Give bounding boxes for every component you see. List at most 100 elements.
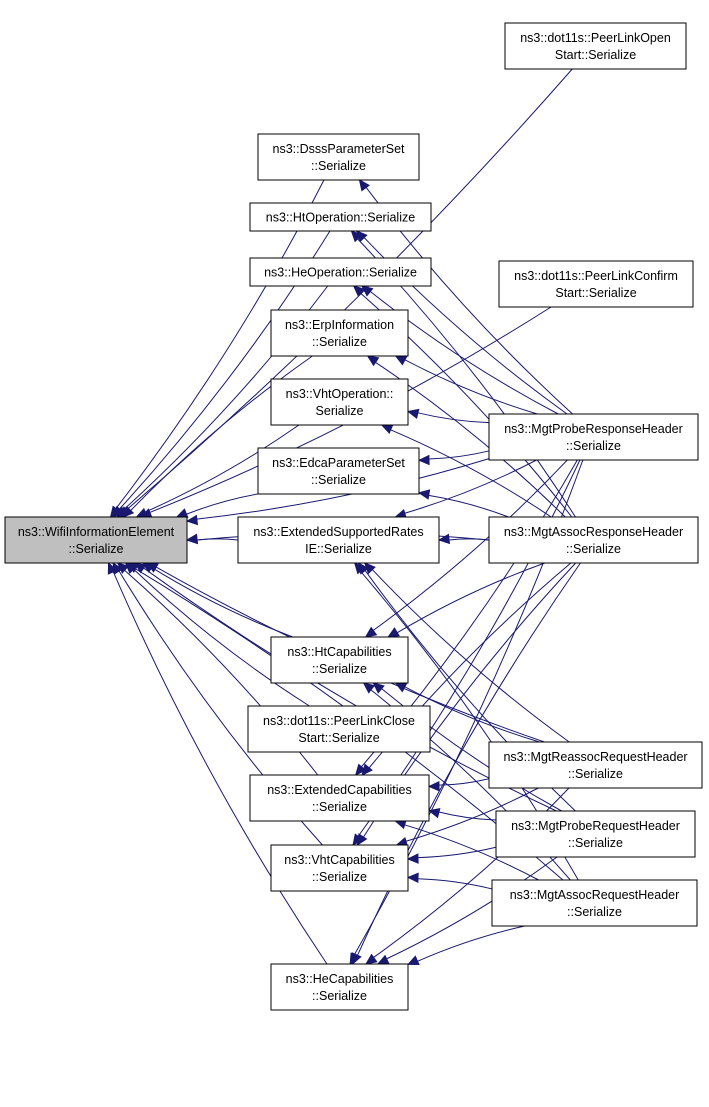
node-box bbox=[257, 133, 420, 181]
edge-edca-to-wifi bbox=[175, 493, 259, 519]
edge-line bbox=[357, 562, 581, 956]
edge-assocrsp-to-hecap bbox=[352, 562, 581, 966]
edge-line bbox=[126, 68, 573, 511]
node-label-line: ns3::ErpInformation bbox=[285, 318, 394, 332]
node-label-line: ns3::HeCapabilities bbox=[286, 972, 394, 986]
arrowhead bbox=[175, 508, 189, 519]
edge-assocrsp-to-ext bbox=[437, 533, 490, 545]
node-label-line: ns3::dot11s::PeerLinkClose bbox=[263, 714, 415, 728]
arrowhead bbox=[406, 853, 419, 864]
node-hecap[interactable]: ns3::HeCapabilities::Serialize bbox=[270, 963, 409, 1011]
edge-assocreq-to-hecap bbox=[406, 925, 525, 966]
edge-probereq-to-extcap bbox=[427, 808, 497, 821]
edge-probersp-to-vhtop bbox=[406, 408, 490, 424]
node-extcap[interactable]: ns3::ExtendedCapabilities::Serialize bbox=[249, 774, 430, 822]
node-probersp[interactable]: ns3::MgtProbeResponseHeader::Serialize bbox=[488, 413, 699, 461]
node-dsss[interactable]: ns3::DsssParameterSet::Serialize bbox=[257, 133, 420, 181]
node-erp[interactable]: ns3::ErpInformation::Serialize bbox=[270, 309, 409, 357]
node-label-line: ns3::EdcaParameterSet bbox=[272, 456, 405, 470]
node-label-line: ns3::MgtAssocRequestHeader bbox=[510, 888, 680, 902]
node-plclose[interactable]: ns3::dot11s::PeerLinkCloseStart::Seriali… bbox=[247, 705, 431, 753]
node-probereq[interactable]: ns3::MgtProbeRequestHeader::Serialize bbox=[495, 810, 696, 858]
arrowhead bbox=[185, 533, 198, 545]
node-heop[interactable]: ns3::HeOperation::Serialize bbox=[249, 257, 432, 287]
node-label-line: ::Serialize bbox=[312, 335, 367, 349]
node-label-line: ns3::DsssParameterSet bbox=[273, 142, 406, 156]
node-label-line: ns3::MgtProbeResponseHeader bbox=[504, 422, 683, 436]
node-label-line: ns3::ExtendedSupportedRates bbox=[253, 525, 423, 539]
node-box bbox=[495, 810, 696, 858]
node-reassocreq[interactable]: ns3::MgtReassocRequestHeader::Serialize bbox=[488, 741, 703, 789]
node-label-line: ns3::MgtProbeRequestHeader bbox=[511, 819, 680, 833]
node-vhtop[interactable]: ns3::VhtOperation::Serialize bbox=[270, 378, 409, 426]
arrowhead bbox=[365, 953, 378, 965]
node-htop[interactable]: ns3::HtOperation::Serialize bbox=[249, 202, 432, 232]
arrowhead bbox=[356, 833, 368, 847]
node-box bbox=[270, 844, 409, 892]
edge-assocreq-to-extcap bbox=[394, 819, 539, 881]
node-plopen[interactable]: ns3::dot11s::PeerLinkOpenStart::Serializ… bbox=[504, 22, 687, 70]
arrowhead bbox=[376, 954, 390, 965]
node-label-line: ::Serialize bbox=[566, 439, 621, 453]
edge-line bbox=[186, 493, 259, 515]
node-box bbox=[270, 309, 409, 357]
node-assocreq[interactable]: ns3::MgtAssocRequestHeader::Serialize bbox=[491, 879, 698, 927]
node-vhtcap[interactable]: ns3::VhtCapabilities::Serialize bbox=[270, 844, 409, 892]
node-box bbox=[491, 879, 698, 927]
edge-line bbox=[196, 458, 490, 520]
node-label-line: ::Serialize bbox=[566, 542, 621, 556]
node-plconf[interactable]: ns3::dot11s::PeerLinkConfirmStart::Seria… bbox=[498, 260, 694, 308]
node-htcap[interactable]: ns3::HtCapabilities::Serialize bbox=[270, 636, 409, 684]
node-box bbox=[249, 257, 432, 287]
edge-line bbox=[428, 450, 490, 460]
node-box bbox=[257, 447, 420, 495]
node-assocrsp[interactable]: ns3::MgtAssocResponseHeader::Serialize bbox=[488, 516, 699, 564]
edge-line bbox=[112, 571, 328, 965]
arrowhead bbox=[352, 952, 362, 966]
node-label-line: Start::Serialize bbox=[555, 286, 636, 300]
arrowhead bbox=[417, 489, 431, 500]
node-box bbox=[4, 516, 188, 564]
edge-line bbox=[417, 878, 493, 890]
edge-probereq-to-vhtcap bbox=[406, 846, 497, 864]
edge-line bbox=[133, 568, 310, 707]
edge-assocrsp-to-htcap bbox=[387, 562, 545, 638]
arrowhead bbox=[394, 355, 408, 366]
edge-line bbox=[404, 359, 538, 415]
arrowhead bbox=[358, 179, 370, 192]
node-edca[interactable]: ns3::EdcaParameterSet::Serialize bbox=[257, 447, 420, 495]
node-label-line: ::Serialize bbox=[312, 989, 367, 1003]
edge-line bbox=[371, 569, 570, 743]
arrowhead bbox=[185, 514, 199, 526]
node-layer: ns3::WifiInformationElement::Serializens… bbox=[4, 22, 703, 1011]
edge-line bbox=[417, 412, 490, 424]
arrowhead bbox=[394, 682, 408, 693]
node-box bbox=[270, 378, 409, 426]
edge-probereq-to-htcap bbox=[372, 682, 562, 812]
arrowhead bbox=[107, 561, 118, 575]
edge-htcap-to-wifi bbox=[141, 562, 294, 638]
edge-line bbox=[404, 686, 540, 743]
edge-line bbox=[145, 424, 300, 513]
node-label-line: ::Serialize bbox=[311, 159, 366, 173]
arrowhead bbox=[406, 955, 420, 966]
node-wifi[interactable]: ns3::WifiInformationElement::Serialize bbox=[4, 516, 188, 564]
edge-line bbox=[390, 429, 552, 518]
node-box bbox=[270, 636, 409, 684]
arrowhead bbox=[364, 626, 378, 638]
node-box bbox=[249, 774, 430, 822]
node-box bbox=[249, 202, 432, 232]
node-label-line: ns3::HtCapabilities bbox=[287, 645, 391, 659]
node-label-line: ::Serialize bbox=[312, 662, 367, 676]
edge-assocrsp-to-edca bbox=[417, 489, 509, 518]
node-label-line: ns3::MgtReassocRequestHeader bbox=[503, 750, 687, 764]
edge-line bbox=[428, 494, 509, 518]
node-label-line: ::Serialize bbox=[567, 905, 622, 919]
node-label-line: ns3::WifiInformationElement bbox=[18, 525, 175, 539]
arrowhead bbox=[366, 355, 380, 367]
node-box bbox=[247, 705, 431, 753]
arrowhead bbox=[406, 872, 419, 884]
arrowhead bbox=[406, 408, 420, 420]
edge-line bbox=[417, 846, 497, 859]
